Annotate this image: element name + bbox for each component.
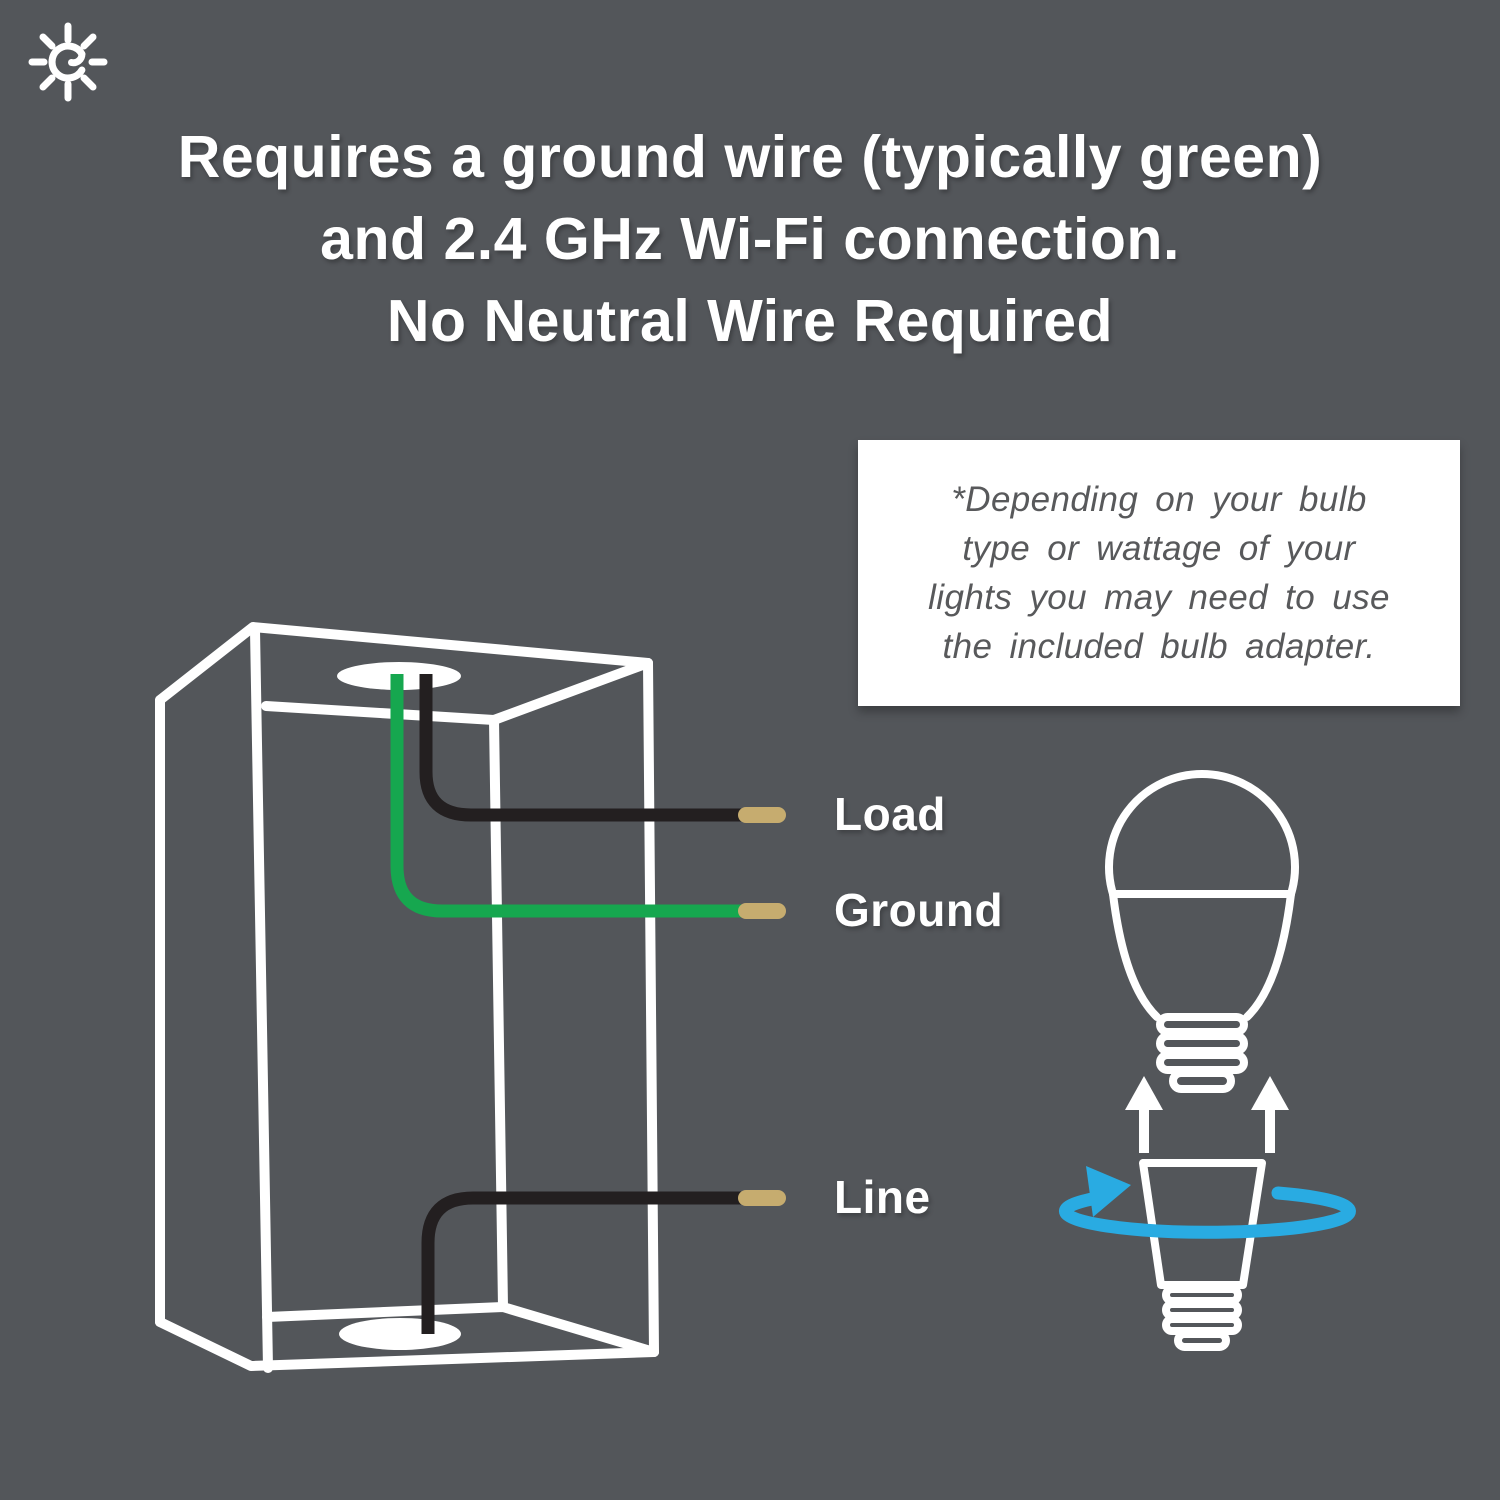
title-line-1: Requires a ground wire (typically green)	[177, 124, 1323, 190]
ground-wire	[390, 674, 786, 919]
ground-wire-label: Ground	[834, 883, 1004, 936]
bulb-adapter-icon	[1139, 1159, 1266, 1351]
bulb-adapter-note: *Depending on your bulb type or wattage …	[858, 440, 1460, 706]
electrical-box-wireframe	[155, 622, 659, 1373]
insert-arrows-icon	[1125, 1076, 1289, 1153]
bottom-knockout-hole	[339, 1318, 461, 1350]
line-wire-label: Line	[834, 1170, 931, 1223]
line-wire	[421, 1190, 786, 1334]
rotation-arrow-icon	[1059, 1166, 1356, 1239]
note-line-1: *Depending on your bulb	[951, 480, 1367, 519]
cync-logo-icon	[28, 22, 108, 102]
load-wire	[419, 674, 786, 823]
load-wire-label: Load	[834, 787, 946, 840]
title-line-2: and 2.4 GHz Wi-Fi connection.	[320, 206, 1180, 272]
title-line-3: No Neutral Wire Required	[386, 288, 1114, 354]
page-title: Requires a ground wire (typically green)…	[0, 116, 1500, 362]
note-line-4: the included bulb adapter.	[942, 627, 1376, 666]
light-bulb-icon	[1105, 770, 1299, 1093]
note-line-2: type or wattage of your	[962, 529, 1356, 568]
note-line-3: lights you may need to use	[928, 578, 1390, 617]
